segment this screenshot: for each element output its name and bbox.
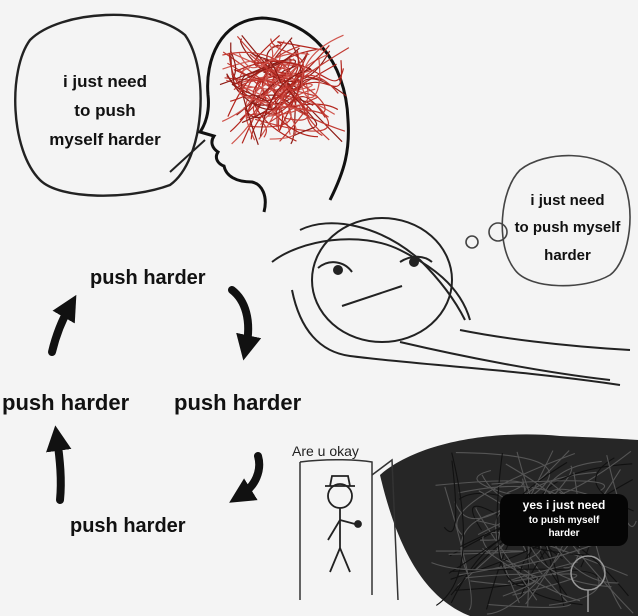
- cycle-label-left: push harder: [2, 390, 130, 415]
- answer-bubble: yes i just need to push myself harder: [500, 494, 628, 546]
- answer-line-2: to push myself: [528, 514, 600, 526]
- bed-thought-line-1: i just need: [530, 192, 605, 209]
- cycle-arrows: [46, 286, 264, 504]
- question-text: Are u okay: [292, 443, 359, 459]
- scribble-figure: [570, 555, 606, 612]
- brain-scribble-icon: [219, 34, 350, 146]
- thought-line-3: myself harder: [49, 130, 161, 149]
- bed-thought-line-3: harder: [544, 247, 591, 264]
- answer-line-3: harder: [548, 527, 580, 539]
- person-in-bed: [271, 217, 631, 386]
- stick-figure: [325, 475, 362, 573]
- head-outline: [197, 16, 350, 213]
- cycle-label-right: push harder: [174, 390, 302, 415]
- cycle-label-bottom: push harder: [70, 515, 186, 537]
- answer-line-1: yes i just need: [522, 498, 606, 512]
- thought-line-1: i just need: [62, 72, 148, 91]
- thought-line-2: to push: [74, 101, 136, 120]
- thought-cloud-2: [501, 154, 631, 287]
- door-frame: [299, 458, 399, 601]
- cycle-label-top: push harder: [90, 267, 206, 289]
- bed-thought-line-2: to push myself: [514, 219, 621, 236]
- thought-cloud-1: [14, 13, 202, 197]
